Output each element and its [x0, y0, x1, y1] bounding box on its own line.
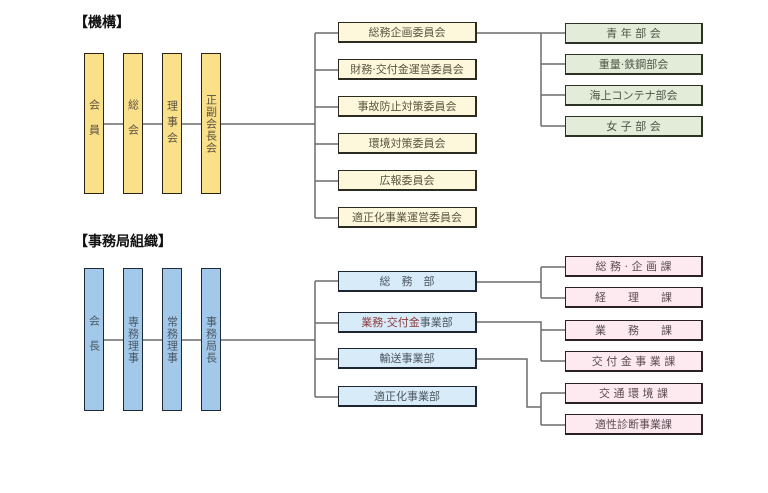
- committee-label: 適正化事業運営委員会: [352, 211, 462, 224]
- department-label: 輸送事業部: [379, 352, 435, 365]
- section-label: 業 務 課: [595, 324, 672, 337]
- committee-label: 総務企画委員会: [368, 26, 446, 39]
- section-business[interactable]: 業 務 課: [565, 320, 703, 341]
- subcommittee-heavy-steel[interactable]: 重量·鉄鋼部会: [565, 54, 703, 75]
- section-aptitude-diagnosis[interactable]: 適性診断事業課: [565, 414, 703, 435]
- department-label: 適正化事業部: [374, 390, 440, 403]
- department-proper-operation[interactable]: 適正化事業部: [338, 386, 477, 407]
- department-business-grant[interactable]: 業務·交付金事業部: [338, 312, 477, 333]
- general-assembly-label: 総会: [126, 98, 140, 149]
- subcommittee-label: 青 年 部 会: [606, 27, 661, 40]
- connector-line: [476, 358, 541, 408]
- subcommittee-label: 重量·鉄鋼部会: [598, 58, 669, 71]
- committee-finance[interactable]: 財務·交付金運営委員会: [338, 59, 477, 80]
- managing-director-box[interactable]: 常務理事: [162, 268, 182, 411]
- section-traffic-environment[interactable]: 交 通 環 境 課: [565, 383, 703, 404]
- department-transport[interactable]: 輸送事業部: [338, 348, 477, 369]
- section-accounting[interactable]: 経 理 課: [565, 287, 703, 308]
- president-box[interactable]: 会長: [84, 268, 104, 411]
- secretariat-heading: 【事務局組織】: [74, 234, 172, 250]
- section-label: 総 務 · 企 画 課: [595, 260, 672, 273]
- department-general-affairs[interactable]: 総 務 部: [338, 271, 477, 292]
- section-label: 適性診断事業課: [595, 418, 672, 431]
- secretary-general-label: 事務局長: [204, 315, 218, 364]
- members-label: 会員: [87, 98, 101, 149]
- section-label: 経 理 課: [595, 291, 672, 304]
- secretary-general-box[interactable]: 事務局長: [201, 268, 221, 411]
- subcommittee-women[interactable]: 女 子 部 会: [565, 116, 703, 137]
- senior-managing-director-label: 専務理事: [126, 315, 140, 364]
- committee-proper-operation[interactable]: 適正化事業運営委員会: [338, 207, 477, 228]
- committee-general-planning[interactable]: 総務企画委員会: [338, 22, 477, 43]
- president-label: 会長: [87, 314, 101, 365]
- subcommittee-youth[interactable]: 青 年 部 会: [565, 23, 703, 44]
- board-label: 理事会: [165, 99, 179, 148]
- chair-vice-chair-box[interactable]: 正副会長会: [201, 53, 221, 194]
- members-box[interactable]: 会員: [84, 53, 104, 194]
- committee-environment[interactable]: 環境対策委員会: [338, 133, 477, 154]
- subcommittee-label: 海上コンテナ部会: [589, 89, 678, 102]
- connector-line: [476, 321, 542, 361]
- committee-public-relations[interactable]: 広報委員会: [338, 170, 477, 191]
- section-label: 交 付 金 事 業 課: [591, 355, 676, 368]
- department-label: 総 務 部: [379, 275, 435, 288]
- subcommittee-marine-container[interactable]: 海上コンテナ部会: [565, 85, 703, 106]
- department-label: 事業部: [419, 316, 453, 329]
- subcommittee-label: 女 子 部 会: [606, 120, 661, 133]
- committee-label: 事故防止対策委員会: [357, 100, 457, 113]
- organization-heading: 【機構】: [74, 15, 130, 31]
- section-general-planning[interactable]: 総 務 · 企 画 課: [565, 256, 703, 277]
- managing-director-label: 常務理事: [165, 315, 179, 364]
- section-grant-business[interactable]: 交 付 金 事 業 課: [565, 351, 703, 372]
- committee-label: 広報委員会: [379, 174, 435, 187]
- general-assembly-box[interactable]: 総会: [123, 53, 143, 194]
- committee-label: 環境対策委員会: [368, 137, 446, 150]
- section-label: 交 通 環 境 課: [599, 387, 668, 400]
- chair-vice-chair-label: 正副会長会: [204, 93, 218, 154]
- senior-managing-director-box[interactable]: 専務理事: [123, 268, 143, 411]
- committee-accident-prevention[interactable]: 事故防止対策委員会: [338, 96, 477, 117]
- board-box[interactable]: 理事会: [162, 53, 182, 194]
- committee-label: 財務·交付金運営委員会: [350, 63, 464, 76]
- department-label-highlight: 業務·交付金: [361, 316, 420, 329]
